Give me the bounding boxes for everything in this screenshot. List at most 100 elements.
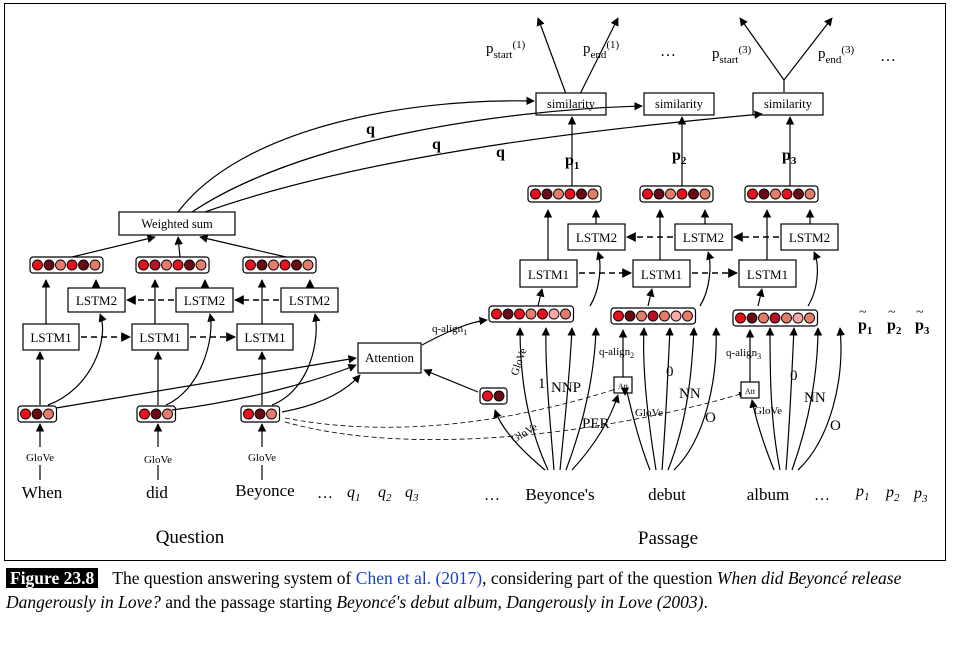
svg-text:LSTM1: LSTM1 <box>747 267 788 282</box>
passage-ellipsis-right: … <box>814 487 830 504</box>
output-pend-3: pend(3) <box>818 44 855 66</box>
passage-embedding-debut <box>610 307 697 325</box>
glove-label-did: GloVe <box>144 454 172 466</box>
vector-unit <box>647 310 659 322</box>
similarity-box-1: similarity <box>535 92 607 116</box>
svg-text:p3: p3 <box>782 147 797 167</box>
question-embedding-when <box>17 405 58 423</box>
vector-unit <box>31 408 43 420</box>
svg-text:q2: q2 <box>378 484 392 504</box>
vector-unit <box>613 310 624 322</box>
svg-text:pstart(3): pstart(3) <box>712 44 752 66</box>
vector-unit <box>560 308 571 320</box>
vector-unit <box>665 188 676 200</box>
vector-unit <box>139 408 150 420</box>
question-lstm1-3: LSTM1 <box>236 323 294 351</box>
svg-text:p2: p2 <box>887 317 902 337</box>
output-ellipsis-right: … <box>880 48 896 65</box>
q-label-2: q <box>432 136 441 153</box>
weighted-sum-box: Weighted sum <box>118 211 236 236</box>
vector-unit <box>793 188 804 200</box>
svg-text:p1: p1 <box>855 483 870 503</box>
vector-unit <box>735 312 746 324</box>
feature-debut-pos: NN <box>679 386 701 402</box>
vector-unit <box>804 188 816 200</box>
vector-unit <box>804 312 815 324</box>
svg-text:LSTM1: LSTM1 <box>244 330 285 345</box>
feature-debut-em: 0 <box>666 364 674 380</box>
feature-beyonces-pos: NNP <box>551 380 581 396</box>
question-lstm2-2: LSTM2 <box>175 287 234 313</box>
vector-unit <box>172 259 184 271</box>
question-bilstm-vector-3 <box>242 256 317 274</box>
vector-unit <box>636 310 647 322</box>
svg-text:LSTM1: LSTM1 <box>139 330 180 345</box>
vector-unit <box>624 310 636 322</box>
similarity-box-3: similarity <box>752 92 824 116</box>
vector-unit <box>564 188 576 200</box>
question-word-beyonce: Beyonce <box>235 481 294 500</box>
vector-unit <box>653 188 665 200</box>
diagram: pstart(1) pend(1) … pstart(3) pend(3) … … <box>17 17 930 549</box>
svg-text:q-align3: q-align3 <box>726 347 761 361</box>
vector-unit <box>769 312 781 324</box>
feature-beyonces-em: 1 <box>538 376 546 392</box>
svg-text:~: ~ <box>888 305 896 320</box>
vector-unit <box>548 308 560 320</box>
svg-text:LSTM2: LSTM2 <box>576 230 617 245</box>
passage-small-embedding <box>479 387 508 405</box>
vector-unit <box>781 188 793 200</box>
q-curve-2 <box>191 102 643 213</box>
vector-unit <box>682 310 693 322</box>
section-label-question: Question <box>156 527 225 548</box>
vector-unit <box>89 259 101 271</box>
svg-text:Att: Att <box>745 387 756 396</box>
section-label-passage: Passage <box>638 528 698 549</box>
svg-text:q-align2: q-align2 <box>599 346 634 360</box>
vector-unit <box>758 188 770 200</box>
vector-unit <box>491 308 502 320</box>
vector-unit <box>243 408 254 420</box>
output-pstart-3: pstart(3) <box>712 44 752 66</box>
vector-unit <box>43 408 54 420</box>
svg-text:Att: Att <box>618 382 629 391</box>
feature-beyonces-ner: PER <box>582 416 610 432</box>
vector-unit <box>770 188 781 200</box>
svg-text:p3: p3 <box>913 485 928 505</box>
svg-text:pend(1): pend(1) <box>583 39 620 61</box>
glove-label-beyonces: GloVe <box>509 347 530 378</box>
caption-text-1: The question answering system of <box>112 568 356 588</box>
svg-text:similarity: similarity <box>764 97 813 111</box>
vector-unit <box>66 259 78 271</box>
svg-text:pend(3): pend(3) <box>818 44 855 66</box>
passage-bilstm-vector-3 <box>744 185 819 203</box>
svg-text:p2: p2 <box>672 147 687 167</box>
vector-unit <box>537 308 548 320</box>
svg-text:LSTM2: LSTM2 <box>76 293 117 308</box>
arrow-pstart-3 <box>739 17 785 81</box>
passage-lstm2-3: LSTM2 <box>780 223 839 251</box>
vector-unit <box>268 259 279 271</box>
feature-album-pos: NN <box>804 390 826 406</box>
caption-text-2: , considering part of the question <box>482 568 717 588</box>
att-box-3: Att <box>740 381 760 399</box>
question-lstm1-2: LSTM1 <box>131 323 189 351</box>
svg-text:LSTM1: LSTM1 <box>30 330 71 345</box>
attention-box: Attention <box>357 342 422 374</box>
passage-lstm1-1: LSTM1 <box>519 259 578 288</box>
att-box-2: Att <box>613 376 633 394</box>
svg-text:pstart(1): pstart(1) <box>486 39 526 61</box>
citation-link[interactable]: Chen et al. (2017) <box>355 568 483 588</box>
svg-text:Attention: Attention <box>365 350 415 365</box>
vector-unit <box>642 188 653 200</box>
feature-debut-ner: O <box>705 410 716 426</box>
glove-label-beyonce: GloVe <box>248 452 276 464</box>
q-curve-3 <box>204 110 763 213</box>
q-label-3: q <box>496 144 505 161</box>
vector-unit <box>266 408 277 420</box>
svg-text:similarity: similarity <box>547 97 596 111</box>
svg-text:p2: p2 <box>885 484 900 504</box>
svg-text:LSTM1: LSTM1 <box>641 267 682 282</box>
passage-word-album: album <box>747 485 790 504</box>
vector-unit <box>20 408 31 420</box>
